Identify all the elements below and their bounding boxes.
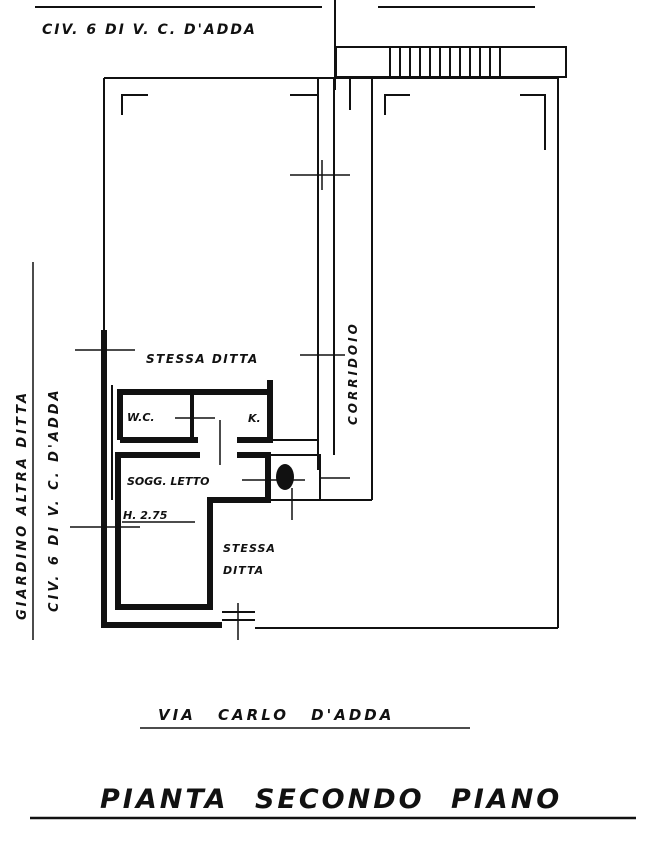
label-kitchen: K.: [248, 412, 261, 425]
staircase: [335, 46, 567, 78]
label-wc: W.C.: [127, 411, 155, 424]
plan-title: PIANTA SECONDO PIANO: [100, 784, 562, 815]
top-label: CIV. 6 DI V. C. D'ADDA: [42, 22, 257, 38]
stove-symbol: [276, 464, 294, 490]
corridor-walls: [290, 78, 373, 501]
building-outline: [103, 77, 559, 629]
label-soggiorno-letto: SOGG. LETTO: [127, 475, 209, 488]
street-label: VIA CARLO D'ADDA: [158, 706, 394, 724]
label-stessa: STESSA: [223, 542, 276, 555]
left-label-giardino: GIARDINO ALTRA DITTA: [15, 390, 30, 620]
label-height: H. 2.75: [123, 509, 168, 522]
left-label-civico: CIV. 6 DI V. C. D'ADDA: [47, 387, 62, 612]
label-corridoio: CORRIDOIO: [346, 321, 360, 425]
label-stessa-ditta-top: STESSA DITTA: [146, 352, 259, 366]
label-ditta: DITTA: [223, 564, 264, 577]
apartment-walls: [70, 330, 321, 640]
